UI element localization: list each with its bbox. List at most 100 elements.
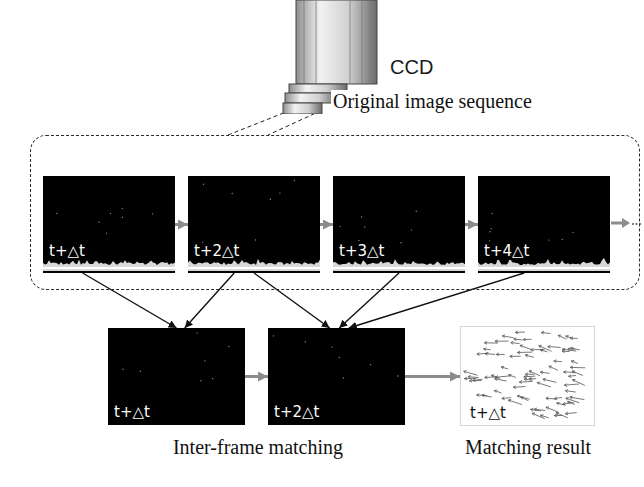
motion-vector	[546, 397, 556, 400]
continue-dot	[632, 223, 634, 225]
motion-vector	[571, 347, 580, 350]
motion-vector	[568, 401, 576, 404]
noise-band-core	[188, 267, 320, 269]
motion-vector	[556, 412, 568, 418]
motion-vector	[525, 373, 534, 376]
image-ground	[333, 176, 465, 273]
image-speck	[361, 216, 362, 217]
camera-ridge	[350, 1, 351, 83]
image-speck	[340, 226, 341, 227]
image-speck	[489, 240, 490, 241]
motion-vector	[564, 384, 579, 387]
motion-vector	[571, 361, 578, 364]
motion-vector	[491, 375, 500, 379]
frame-time: t+3△t	[337, 243, 386, 260]
matching-arrow	[349, 273, 524, 328]
motion-vector	[469, 379, 481, 382]
camera-ridge	[304, 1, 305, 83]
motion-vector	[468, 375, 479, 378]
motion-vector	[534, 408, 545, 411]
image-speck	[152, 213, 153, 214]
image-frame: t+3△t	[333, 176, 465, 273]
image-speck	[339, 357, 340, 358]
image-speck	[492, 213, 493, 214]
motion-vector	[523, 338, 531, 341]
frame-time: t+△t	[47, 243, 87, 260]
motion-vector	[557, 402, 566, 405]
motion-vector	[464, 377, 476, 380]
image-speck	[122, 208, 123, 209]
label-holder: Inter-frame matching	[173, 436, 343, 459]
motion-vector	[502, 335, 513, 338]
sequence-arrow	[405, 375, 460, 378]
matching-arrow	[185, 273, 234, 328]
image-speck	[331, 346, 332, 347]
image-speck	[273, 335, 274, 336]
image-ground	[478, 176, 610, 273]
frame-time: t+2△t	[192, 243, 241, 260]
image-speck	[56, 213, 57, 214]
image-speck	[358, 240, 359, 241]
image-speck	[203, 184, 204, 185]
noise-band	[333, 259, 465, 271]
motion-vector	[543, 378, 557, 382]
image-speck	[294, 180, 295, 181]
image-speck	[204, 360, 205, 361]
image-speck	[489, 231, 490, 232]
sequence-arrow	[320, 223, 333, 226]
motion-vector	[570, 396, 585, 399]
motion-vector	[509, 374, 516, 377]
image-speck	[231, 193, 232, 194]
image-speck	[548, 239, 549, 240]
motion-vector	[570, 366, 585, 369]
motion-vector	[511, 341, 520, 344]
motion-vector	[508, 399, 522, 404]
image-speck	[212, 378, 213, 379]
matching-arrow	[83, 273, 177, 328]
image-speck	[416, 211, 417, 212]
camera-ridge	[370, 1, 371, 83]
noise-band-core	[43, 267, 175, 269]
device-label: CCD	[388, 56, 435, 79]
group-heading: Original image sequence	[331, 90, 534, 113]
motion-vector	[464, 371, 478, 376]
motion-vector	[519, 381, 532, 384]
camera-part	[296, 0, 377, 84]
motion-vector	[565, 390, 575, 393]
image-speck	[397, 375, 398, 376]
motion-vector	[541, 331, 550, 334]
sequence-arrow	[175, 223, 188, 226]
image-speck	[305, 341, 306, 342]
image-speck	[98, 222, 99, 223]
motion-vector	[529, 377, 536, 380]
camera-ridge	[316, 1, 317, 83]
image-speck	[370, 364, 371, 365]
matching-arrow	[339, 273, 399, 328]
image-speck	[562, 239, 563, 240]
motion-vector	[566, 398, 580, 403]
image-frame: t+2△t	[188, 176, 320, 273]
motion-vector	[558, 335, 566, 339]
camera-ridge	[362, 1, 363, 83]
image-speck	[491, 228, 492, 229]
motion-vector	[495, 340, 509, 343]
motion-vector	[477, 394, 488, 397]
label-holder: Matching result	[465, 436, 591, 459]
frame-time: t+△t	[468, 405, 508, 422]
image-speck	[110, 213, 111, 214]
motion-vector	[531, 348, 545, 351]
image-frame: t+4△t	[478, 176, 610, 273]
image-speck	[270, 199, 271, 200]
image-ground	[461, 327, 595, 426]
motion-vector	[569, 375, 576, 378]
image-ground	[268, 328, 405, 425]
motion-vector	[521, 397, 529, 401]
motion-vector	[514, 338, 523, 341]
continue-dot	[636, 223, 638, 225]
sequence-frame: t+△tt+2△tt+3△tt+4△tOriginal image sequen…	[30, 135, 640, 290]
camera-part	[285, 93, 337, 103]
image-frame: t+2△t	[268, 328, 405, 425]
continue-arrow	[611, 222, 623, 225]
stage-caption: Matching result	[465, 436, 591, 459]
